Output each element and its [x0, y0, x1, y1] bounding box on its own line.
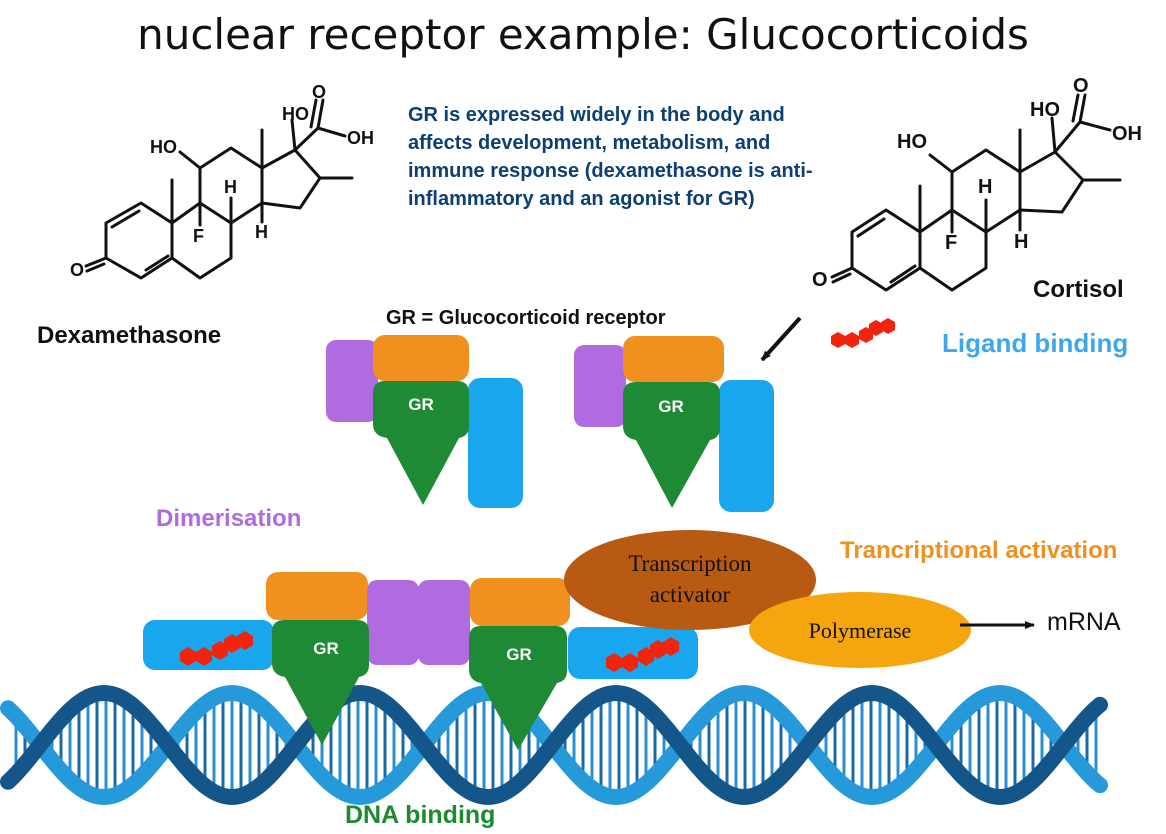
atom-label: OH [347, 128, 374, 148]
dna-binding-label: DNA binding [345, 801, 496, 829]
dimerisation-domain [367, 580, 419, 665]
gr-dimer-on-dna: GR GR [143, 572, 698, 750]
bound-ligand [606, 637, 679, 672]
atom-label: HO [1030, 99, 1060, 121]
atom-label: HO [897, 131, 927, 153]
gr-label: GR [658, 397, 684, 416]
atom-label: H [224, 177, 237, 197]
dimerisation-domain [418, 580, 470, 665]
atom-label: F [945, 232, 957, 254]
dna-binding-domain [373, 381, 469, 505]
ligand-binding-domain [568, 627, 698, 679]
ligand-molecule [831, 318, 895, 348]
dexamethasone-atoms: HO HO O OH O F H H [70, 82, 374, 280]
ligand-binding-domain [143, 620, 274, 670]
receptor-free-right: GR [574, 336, 774, 512]
atom-label: O [812, 269, 828, 291]
activation-domain [266, 572, 368, 620]
polymerase-label: Polymerase [809, 618, 912, 643]
page-title: nuclear receptor example: Glucocorticoid… [137, 10, 1029, 59]
gr-label: GR [408, 395, 434, 414]
activator-label-line2: activator [650, 582, 731, 607]
dna-binding-domain [272, 620, 369, 745]
atom-label: H [1014, 231, 1028, 253]
atom-label: HO [282, 104, 309, 124]
cortisol-atoms: HO HO O OH O F H H [812, 75, 1142, 291]
ligand-binding-label: Ligand binding [942, 328, 1129, 358]
polymerase: Polymerase [749, 592, 971, 668]
gr-label: GR [313, 639, 339, 658]
ligand-binding-domain [719, 380, 774, 512]
dimerisation-domain [574, 345, 626, 427]
dimerisation-domain [326, 340, 378, 422]
transcriptional-activation-label: Trancriptional activation [840, 537, 1118, 564]
gr-label: GR [506, 645, 532, 664]
cortisol-label: Cortisol [1033, 276, 1124, 303]
dna-helix [0, 684, 1108, 806]
activation-domain [373, 335, 469, 381]
dexamethasone-label: Dexamethasone [37, 322, 222, 349]
activation-domain [470, 578, 570, 626]
ligand-arrow [760, 316, 802, 362]
cortisol-structure [830, 93, 1122, 292]
transcription-activator: Transcription activator [564, 530, 816, 630]
gr-definition: GR = Glucocorticoid receptor [386, 307, 666, 329]
receptor-free-left: GR [326, 335, 523, 508]
atom-label: O [70, 260, 84, 280]
ligand-binding-domain [468, 378, 523, 508]
dna-binding-domain [469, 626, 567, 750]
gr-description: GR is expressed widely in the body and a… [408, 104, 813, 210]
atom-label: HO [150, 137, 177, 157]
atom-label: H [978, 176, 992, 198]
dimerisation-label: Dimerisation [156, 505, 302, 532]
atom-label: O [1073, 75, 1089, 97]
mrna-label: mRNA [1047, 608, 1121, 636]
dna-strand-front [0, 684, 1108, 806]
dexamethasone-structure [84, 98, 354, 280]
atom-label: OH [1112, 123, 1142, 145]
atom-label: H [255, 222, 268, 242]
activator-label-line1: Transcription [628, 551, 752, 576]
activation-domain [623, 336, 724, 382]
atom-label: O [312, 82, 326, 102]
dna-binding-domain [623, 382, 720, 508]
atom-label: F [193, 226, 204, 246]
bound-ligand [180, 631, 253, 666]
